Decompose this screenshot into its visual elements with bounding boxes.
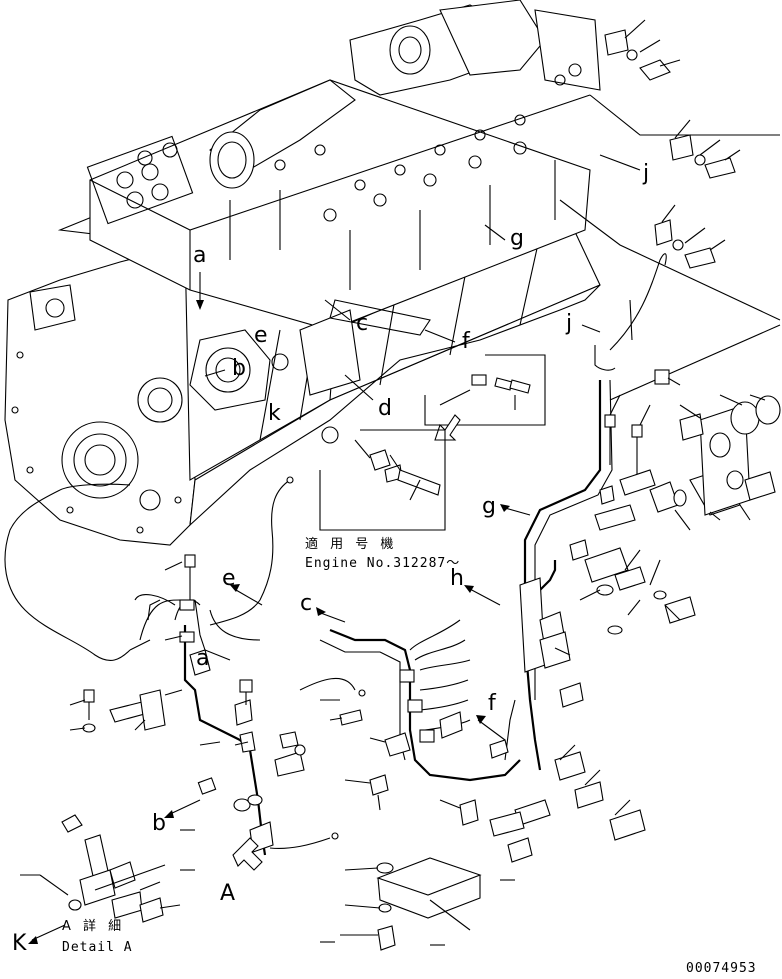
callout-g-lower: g <box>482 494 496 519</box>
callout-b: b <box>232 356 246 381</box>
detail-a-jp: A 詳 細 <box>62 918 125 934</box>
callout-labels-engine: a b e k c f d g j j <box>193 154 649 426</box>
applicable-serial-box: 適 用 号 機 Engine No.312287～ <box>305 429 460 571</box>
callout-a-lower: a <box>196 646 209 671</box>
reference-dashes <box>180 829 515 946</box>
drawing-number: 00074953 <box>686 961 757 976</box>
callout-d: d <box>378 396 392 421</box>
detail-box-f <box>424 354 546 441</box>
callout-e-lower: e <box>222 566 236 591</box>
middle-harness <box>69 554 339 856</box>
applicable-engine-no: Engine No.312287～ <box>305 556 460 571</box>
callout-a: a <box>193 243 206 268</box>
right-harness: g h <box>450 253 781 841</box>
callout-e: e <box>254 323 268 348</box>
arrow-callouts: e c b a <box>152 566 346 836</box>
detail-a: K A 詳 細 Detail A A <box>12 814 263 956</box>
callout-k-detail: K <box>12 931 27 956</box>
left-harness <box>4 476 294 661</box>
callout-h: h <box>450 566 464 591</box>
callout-f-lower: f <box>488 691 497 716</box>
applicable-jp: 適 用 号 機 <box>305 536 397 552</box>
top-right-brackets <box>559 19 781 401</box>
view-arrow-a: A <box>220 881 235 906</box>
callout-b-lower: b <box>152 811 166 836</box>
callout-k: k <box>268 401 281 426</box>
callout-c-lower: c <box>300 591 312 616</box>
callout-g: g <box>510 226 524 251</box>
callout-c: c <box>356 311 368 336</box>
center-harness: f <box>247 619 551 951</box>
callout-f: f <box>462 329 471 354</box>
callout-j-lower: j <box>565 311 572 336</box>
engine-block <box>4 0 601 546</box>
callout-j: j <box>642 161 649 186</box>
detail-a-en: Detail A <box>62 940 133 955</box>
